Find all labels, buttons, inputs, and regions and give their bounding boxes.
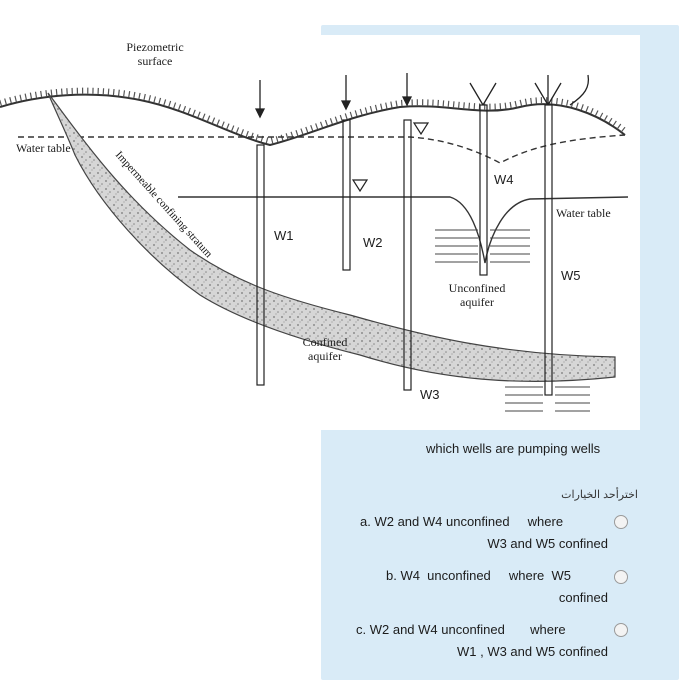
- option-a-radio[interactable]: [614, 515, 628, 529]
- well-label-w3: W3: [420, 387, 440, 402]
- well-w4: [479, 104, 488, 276]
- diagram-drawing: Impermeable confining stratum: [0, 73, 629, 412]
- well-label-w1: W1: [274, 228, 294, 243]
- ground-surface: [0, 93, 626, 147]
- unconfined-aquifer-label: Unconfined aquifer: [448, 281, 506, 309]
- water-table-line: [178, 196, 629, 264]
- option-b-line1: b. W4 unconfined where W5: [386, 568, 571, 583]
- well-w5: [544, 104, 553, 396]
- water-table-right-label: Water table: [556, 206, 611, 220]
- option-c-radio[interactable]: [614, 623, 628, 637]
- confined-aquifer-label: Confined aquifer: [302, 335, 348, 363]
- well-w3: [403, 119, 412, 391]
- well-label-w4: W4: [494, 172, 514, 187]
- aquifer-diagram: Impermeable confining stratum Piezometri…: [0, 35, 640, 430]
- option-c-line1: c. W2 and W4 unconfined where: [356, 622, 566, 637]
- water-table-left-label: Water table: [16, 141, 71, 155]
- option-c-line2: W1 , W3 and W5 confined: [456, 644, 608, 659]
- option-a[interactable]: a. W2 and W4 unconfined where W3 and W5 …: [360, 511, 608, 555]
- well-label-w5: W5: [561, 268, 581, 283]
- option-c[interactable]: c. W2 and W4 unconfined where W1 , W3 an…: [356, 619, 608, 663]
- question-text: which wells are pumping wells: [426, 441, 601, 456]
- piezometric-surface-label: Piezometric surface: [126, 40, 184, 68]
- option-b-radio[interactable]: [614, 570, 628, 584]
- well-w1: [256, 144, 265, 386]
- well-label-w2: W2: [363, 235, 383, 250]
- choose-one-label: اخترأحد الخيارات: [561, 489, 638, 501]
- well-w2: [342, 119, 351, 271]
- piezometric-surface-line: [18, 134, 626, 164]
- option-a-line1: a. W2 and W4 unconfined where: [360, 514, 564, 529]
- option-a-line2: W3 and W5 confined: [487, 536, 608, 551]
- confining-stratum: [47, 92, 616, 382]
- option-b-line2: confined: [558, 590, 608, 605]
- option-b[interactable]: b. W4 unconfined where W5 confined: [386, 565, 608, 609]
